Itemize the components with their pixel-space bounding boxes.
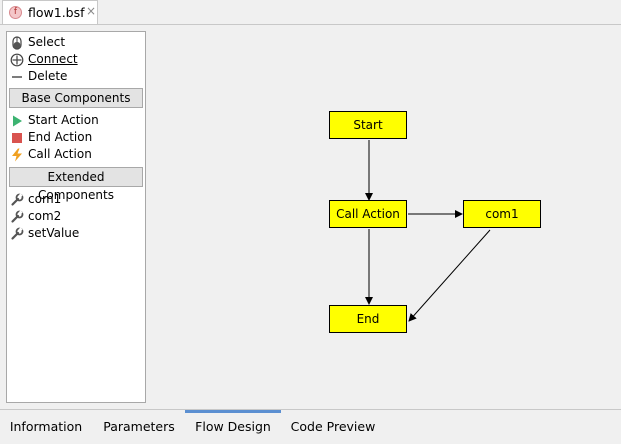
tab-flow-design[interactable]: Flow Design — [185, 410, 281, 440]
flow-canvas[interactable]: Start Call Action com1 End — [150, 25, 621, 409]
extended-components-header[interactable]: Extended Components — [9, 167, 143, 202]
play-triangle-icon — [13, 115, 22, 127]
node-call-action[interactable]: Call Action — [329, 200, 407, 228]
tool-connect[interactable]: Connect — [7, 51, 145, 68]
dash-icon — [12, 76, 22, 78]
file-icon: f — [9, 6, 22, 19]
node-end[interactable]: End — [329, 305, 407, 333]
close-icon[interactable]: × — [86, 4, 97, 18]
tool-connect-label: Connect — [28, 52, 78, 66]
file-tab[interactable]: f flow1.bsf × — [2, 0, 98, 24]
component-end-action[interactable]: End Action — [7, 129, 145, 146]
component-com1[interactable]: com1 — [7, 191, 145, 208]
mouse-icon — [12, 36, 22, 50]
base-components-header[interactable]: Base Components — [9, 88, 143, 108]
flow-editor: Select Connect Delete Base Components St… — [0, 25, 621, 409]
node-start[interactable]: Start — [329, 111, 407, 139]
tool-select[interactable]: Select — [7, 34, 145, 51]
tab-code-preview[interactable]: Code Preview — [290, 419, 376, 434]
component-label: setValue — [28, 226, 80, 240]
wrench-icon — [11, 193, 24, 206]
component-com2[interactable]: com2 — [7, 208, 145, 225]
connect-icon — [10, 53, 24, 67]
component-label: com1 — [28, 192, 62, 206]
component-start-action[interactable]: Start Action — [7, 112, 145, 129]
node-com1[interactable]: com1 — [463, 200, 541, 228]
tab-parameters[interactable]: Parameters — [103, 419, 175, 434]
tab-information[interactable]: Information — [9, 419, 83, 434]
bottom-tab-bar: Information Parameters Flow Design Code … — [0, 409, 621, 441]
wrench-icon — [11, 210, 24, 223]
component-call-action[interactable]: Call Action — [7, 146, 145, 163]
flow-edges — [365, 140, 491, 322]
file-tab-label: flow1.bsf — [28, 5, 85, 20]
component-label: com2 — [28, 209, 62, 223]
lightning-icon — [12, 148, 22, 162]
wrench-icon — [11, 227, 24, 240]
component-label: Call Action — [28, 147, 92, 161]
component-label: End Action — [28, 130, 93, 144]
edge-com1-to-end[interactable] — [408, 229, 491, 322]
tool-delete[interactable]: Delete — [7, 68, 145, 85]
component-label: Start Action — [28, 113, 99, 127]
component-setvalue[interactable]: setValue — [7, 225, 145, 242]
tool-delete-label: Delete — [28, 69, 68, 83]
palette-panel: Select Connect Delete Base Components St… — [6, 31, 146, 403]
editor-tab-bar: f flow1.bsf × — [0, 0, 621, 25]
tool-select-label: Select — [28, 35, 66, 49]
stop-square-icon — [12, 133, 22, 143]
